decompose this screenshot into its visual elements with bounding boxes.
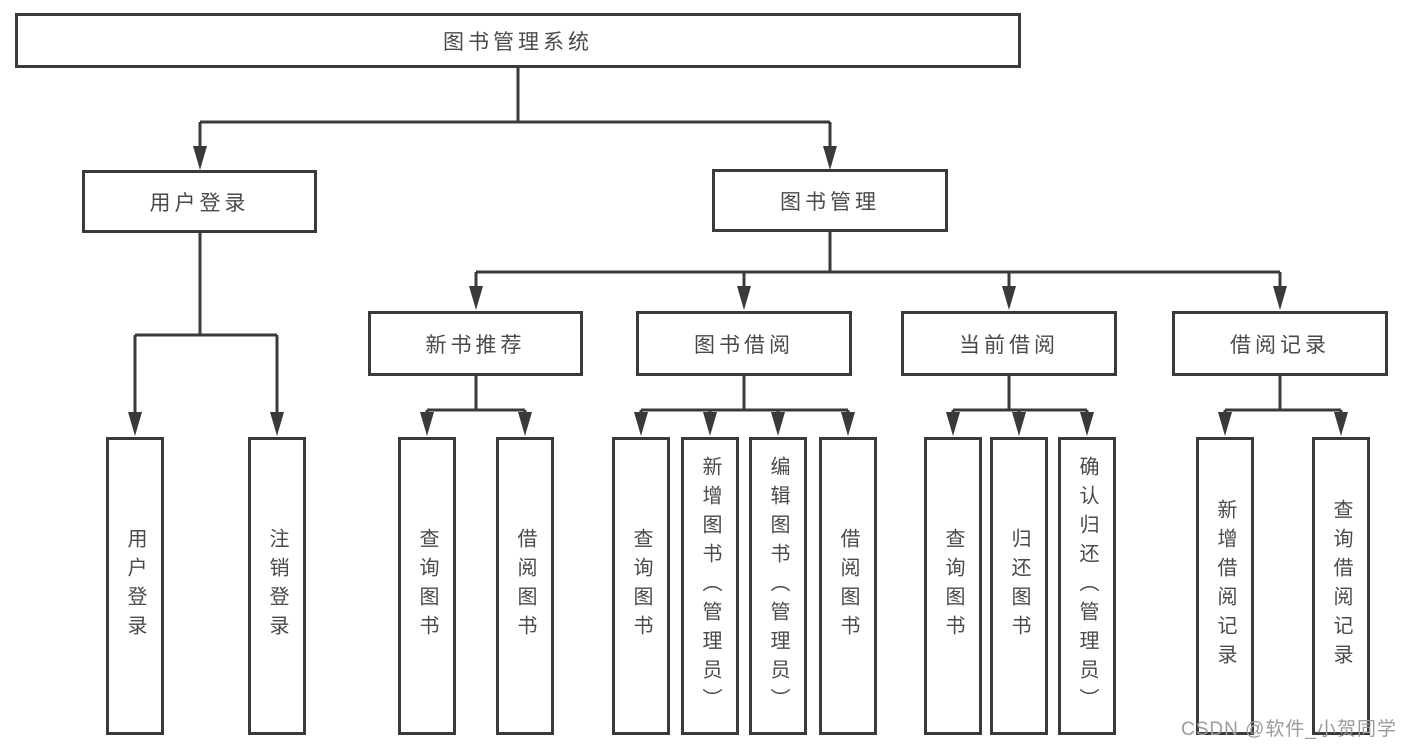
node-new-book-recommend-label: 新书推荐	[425, 333, 526, 357]
node-user-login: 用户登录	[82, 170, 317, 233]
leaf-add-borrow-record: 新增借阅记录	[1196, 437, 1254, 735]
node-new-book-recommend: 新书推荐	[368, 311, 583, 376]
node-book-borrow: 图书借阅	[636, 311, 852, 376]
node-root: 图书管理系统	[15, 13, 1021, 68]
leaf-query-books-recommend-label: 查询图书	[416, 528, 438, 644]
leaf-logout: 注销登录	[248, 437, 306, 735]
node-book-management-label: 图书管理	[780, 190, 880, 214]
leaf-query-books-current-label: 查询图书	[942, 528, 964, 644]
leaf-return-book: 归还图书	[990, 437, 1048, 735]
leaf-return-book-label: 归还图书	[1008, 528, 1030, 644]
leaf-confirm-return-admin: 确认归还（管理员）	[1058, 437, 1116, 735]
node-root-label: 图书管理系统	[443, 30, 593, 54]
node-book-management: 图书管理	[712, 169, 948, 232]
node-borrow-records: 借阅记录	[1172, 311, 1388, 376]
leaf-user-login: 用户登录	[106, 437, 164, 735]
node-book-borrow-label: 图书借阅	[694, 333, 794, 357]
node-user-login-label: 用户登录	[149, 191, 250, 215]
leaf-edit-book-admin: 编辑图书（管理员）	[749, 437, 807, 735]
leaf-borrow-books-recommend: 借阅图书	[496, 437, 554, 735]
csdn-watermark: CSDN @软件_小贺同学	[1181, 719, 1397, 740]
leaf-add-borrow-record-label: 新增借阅记录	[1214, 499, 1236, 673]
leaf-query-borrow-record-label: 查询借阅记录	[1330, 499, 1352, 673]
leaf-query-books-borrow: 查询图书	[612, 437, 670, 735]
leaf-logout-label: 注销登录	[266, 528, 288, 644]
leaf-borrow-books: 借阅图书	[819, 437, 877, 735]
leaf-add-book-admin-label: 新增图书（管理员）	[699, 455, 721, 717]
leaf-query-borrow-record: 查询借阅记录	[1312, 437, 1370, 735]
leaf-user-login-label: 用户登录	[124, 528, 146, 644]
leaf-add-book-admin: 新增图书（管理员）	[681, 437, 739, 735]
leaf-query-books-current: 查询图书	[924, 437, 982, 735]
leaf-borrow-books-recommend-label: 借阅图书	[514, 528, 536, 644]
leaf-query-books-recommend: 查询图书	[398, 437, 456, 735]
node-current-borrow-label: 当前借阅	[959, 333, 1059, 357]
leaf-query-books-borrow-label: 查询图书	[630, 528, 652, 644]
node-borrow-records-label: 借阅记录	[1230, 333, 1330, 357]
leaf-confirm-return-admin-label: 确认归还（管理员）	[1076, 455, 1098, 717]
leaf-edit-book-admin-label: 编辑图书（管理员）	[767, 455, 789, 717]
node-current-borrow: 当前借阅	[901, 311, 1117, 376]
leaf-borrow-books-label: 借阅图书	[837, 528, 859, 644]
